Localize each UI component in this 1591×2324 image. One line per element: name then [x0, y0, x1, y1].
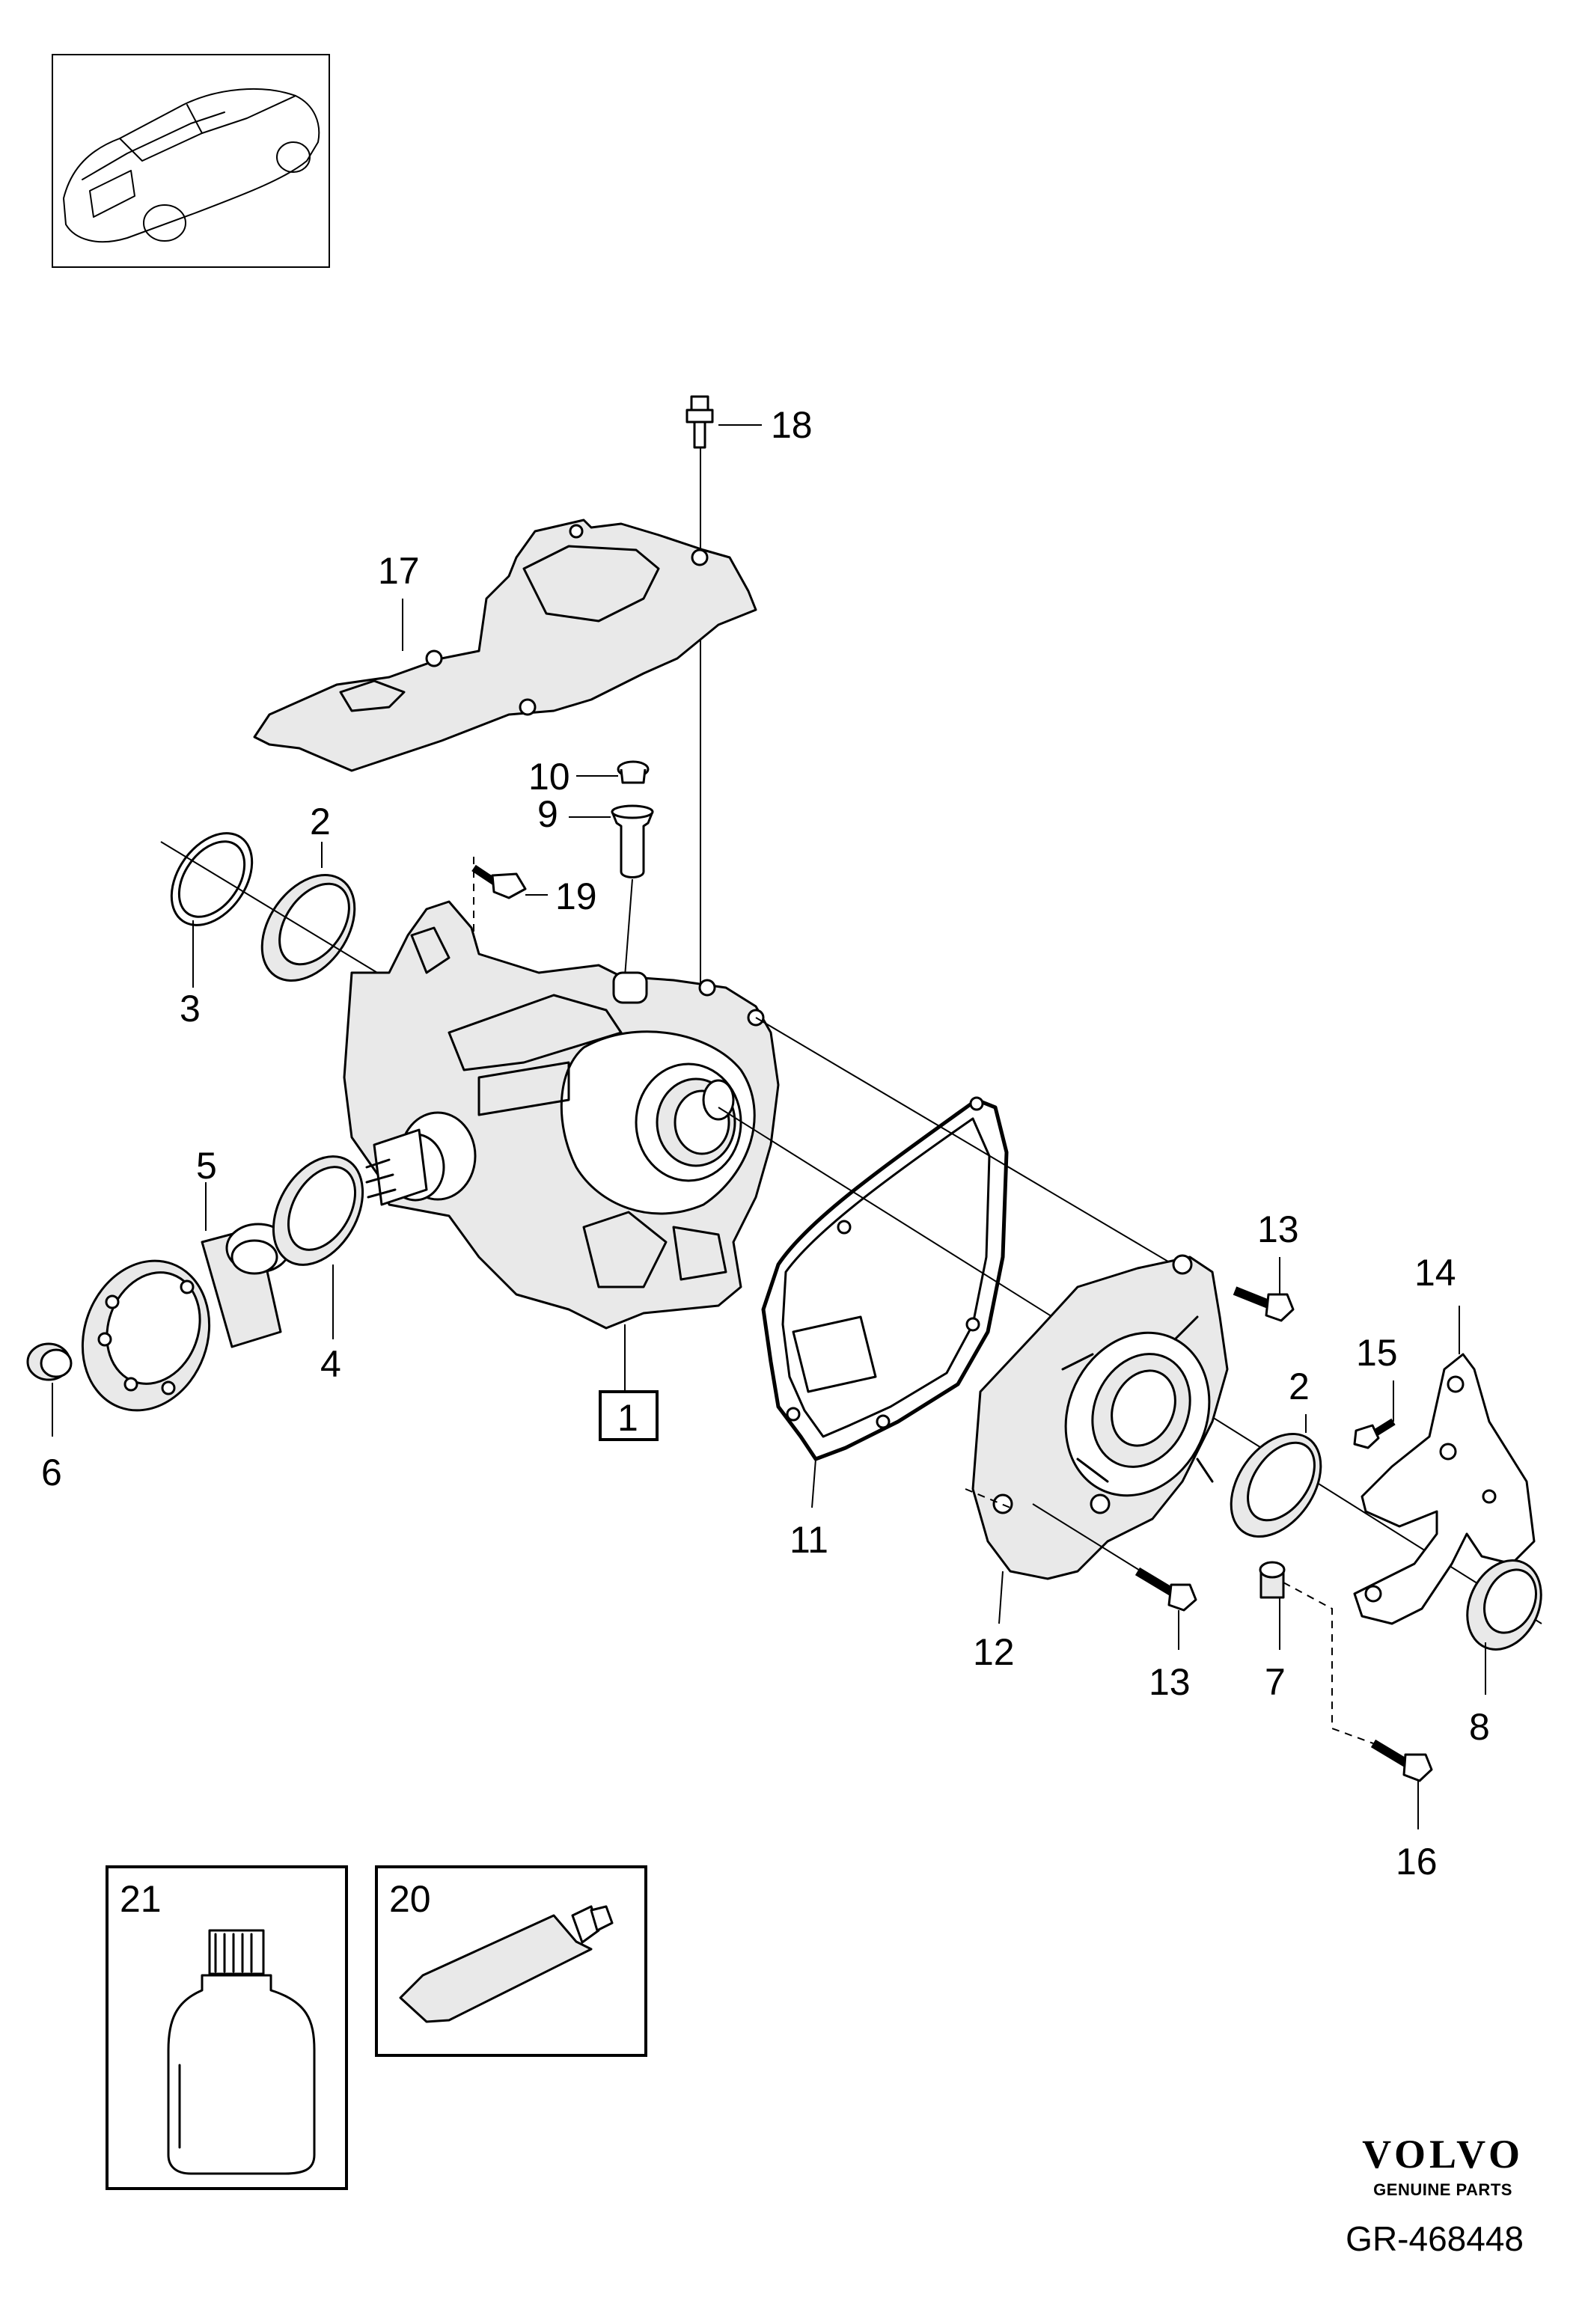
brand-block: VOLVO GENUINE PARTS	[1362, 2134, 1524, 2200]
callout-20: 20	[389, 1878, 431, 1920]
brand-tagline: GENUINE PARTS	[1373, 2180, 1512, 2199]
vent-9-icon	[611, 804, 654, 977]
nut-6-icon	[26, 1342, 73, 1437]
bolt-13-upper-icon	[1233, 1257, 1295, 1322]
flange-5-icon	[81, 1182, 291, 1412]
vehicle-thumbnail	[52, 54, 330, 268]
callout-16: 16	[1396, 1841, 1438, 1883]
ring-3-icon	[170, 832, 254, 926]
heat-shield-17-icon	[253, 519, 757, 772]
item-20-box	[375, 1865, 647, 2057]
callout-18: 18	[771, 404, 813, 446]
callout-13-lower: 13	[1149, 1661, 1191, 1703]
seal-2-right-icon	[1230, 1414, 1322, 1538]
callout-5: 5	[196, 1145, 217, 1187]
callout-14: 14	[1414, 1252, 1456, 1294]
bolt-13-lower-icon	[1032, 1503, 1197, 1650]
seal-8-icon	[1466, 1559, 1542, 1695]
callout-3: 3	[180, 988, 201, 1030]
callout-15: 15	[1356, 1332, 1398, 1374]
callout-1-box	[599, 1390, 659, 1441]
callout-19: 19	[555, 875, 597, 917]
callout-2-left: 2	[310, 801, 331, 843]
callout-6: 6	[41, 1452, 62, 1493]
bolt-19-icon	[471, 857, 527, 943]
callout-11: 11	[790, 1519, 828, 1561]
callout-1: 1	[617, 1397, 638, 1439]
callout-2-right: 2	[1289, 1366, 1310, 1407]
callout-21: 21	[120, 1878, 162, 1920]
bushing-7-icon	[1259, 1561, 1286, 1650]
callout-17: 17	[378, 550, 420, 592]
diagram-reference: GR-468448	[1346, 2219, 1524, 2258]
seal-4-icon	[272, 1155, 364, 1339]
callout-9: 9	[537, 793, 558, 835]
item-21-box	[106, 1865, 348, 2190]
callout-12: 12	[973, 1631, 1015, 1673]
callout-7: 7	[1265, 1661, 1286, 1703]
plug-10-icon	[617, 760, 650, 784]
bracket-14-icon	[1353, 1306, 1536, 1625]
callout-13-upper: 13	[1257, 1208, 1299, 1250]
bolt-18-icon	[685, 395, 714, 995]
cover-12-icon	[965, 1254, 1229, 1624]
bolt-16-icon	[1283, 1582, 1433, 1829]
gasket-11-icon	[761, 1096, 1009, 1508]
callout-8: 8	[1469, 1706, 1490, 1748]
volvo-logo: VOLVO	[1362, 2132, 1524, 2177]
bolt-15-icon	[1353, 1380, 1396, 1449]
seal-2-left-icon	[260, 873, 356, 982]
callout-10: 10	[528, 756, 570, 798]
differential-1-icon	[343, 900, 1206, 1392]
callout-4: 4	[320, 1343, 341, 1385]
